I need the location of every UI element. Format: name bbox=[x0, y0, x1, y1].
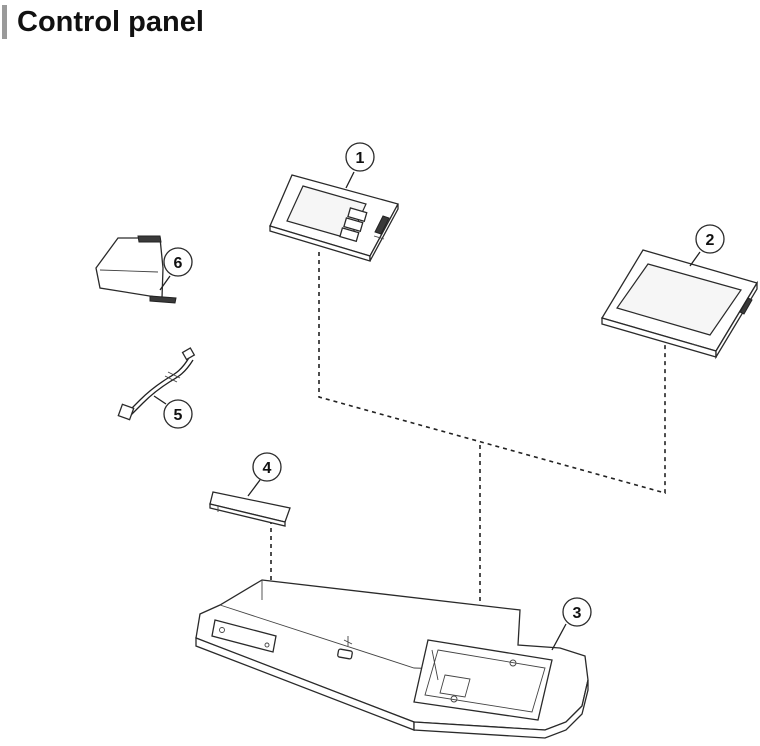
callout-1-label: 1 bbox=[356, 150, 365, 167]
part-panel-base bbox=[195, 579, 589, 739]
part-ribbon-cable bbox=[95, 235, 177, 304]
callout-3-label: 3 bbox=[573, 605, 582, 622]
title-accent-bar bbox=[2, 5, 7, 39]
page-title: Control panel bbox=[17, 5, 204, 38]
part-large-display bbox=[601, 249, 758, 360]
part-small-display bbox=[269, 174, 399, 262]
part-cover-plate bbox=[209, 491, 291, 527]
callout-6-label: 6 bbox=[174, 255, 183, 272]
callout-1: 1 bbox=[345, 142, 375, 189]
dash-part1-down bbox=[318, 252, 666, 495]
callout-5: 5 bbox=[153, 395, 193, 429]
callout-2: 2 bbox=[689, 224, 725, 267]
callout-4-label: 4 bbox=[263, 460, 272, 477]
callout-2-label: 2 bbox=[706, 232, 715, 249]
callout-4: 4 bbox=[247, 452, 282, 497]
page-header: Control panel bbox=[0, 0, 204, 44]
part-wire-harness bbox=[117, 347, 196, 421]
callout-5-label: 5 bbox=[174, 407, 183, 424]
callout-6: 6 bbox=[159, 247, 193, 291]
callout-3: 3 bbox=[551, 597, 592, 651]
